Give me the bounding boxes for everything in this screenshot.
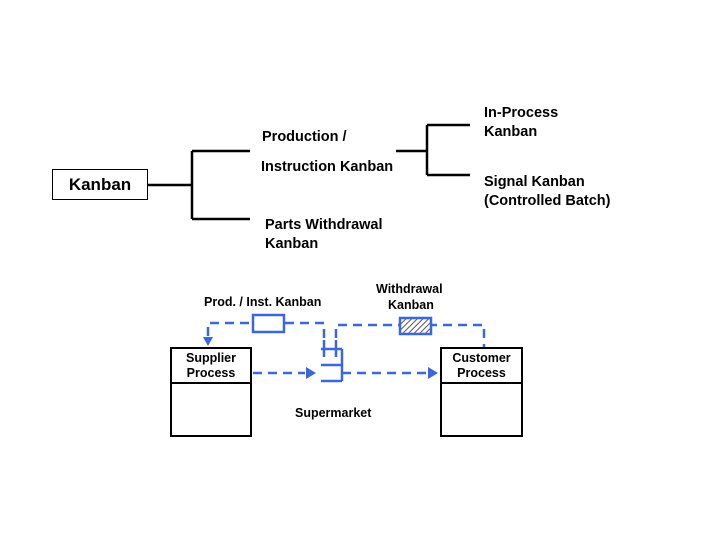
instruction-kanban-card: [251, 313, 286, 334]
production-label-line1: Production /: [262, 129, 347, 145]
instruction-kanban-loop: [206, 321, 326, 338]
withdrawal-kanban-label-line2: Kanban: [388, 298, 434, 312]
tree-connectors: [148, 123, 470, 221]
inprocess-label-line2: Kanban: [484, 124, 538, 140]
withdrawal-kanban-loop: [334, 323, 486, 350]
supplier-process-header: Supplier Process: [172, 349, 250, 384]
parts-withdrawal-label-line1: Parts Withdrawal: [265, 217, 383, 233]
supplier-process-box: Supplier Process: [170, 347, 252, 437]
kanban-root-label: Kanban: [68, 174, 132, 194]
withdrawal-kanban-card: [398, 316, 433, 336]
flow-arrowheads: [203, 337, 438, 379]
arrowhead-down-supplier: [203, 337, 213, 346]
supplier-label-line2: Process: [186, 365, 236, 380]
arrowhead-right-customer: [428, 367, 438, 379]
signal-label-line2: (Controlled Batch): [484, 193, 611, 209]
customer-process-box: Customer Process: [440, 347, 523, 437]
customer-process-header: Customer Process: [442, 349, 521, 384]
customer-label-line2: Process: [457, 365, 506, 380]
inprocess-label-line1: In-Process: [484, 105, 559, 121]
parts-withdrawal-label-line2: Kanban: [265, 236, 319, 252]
withdrawal-kanban-label-line1: Withdrawal: [376, 282, 443, 296]
kanban-root-box: Kanban: [52, 169, 148, 200]
supplier-label-line1: Supplier: [185, 350, 236, 365]
customer-label-line1: Customer: [452, 350, 511, 365]
production-label-line2: Instruction Kanban: [261, 159, 394, 175]
signal-label-line1: Signal Kanban: [484, 174, 585, 190]
supermarket-icon: [321, 340, 344, 383]
arrowhead-right-supermarket: [306, 367, 316, 379]
flow-lines: [206, 321, 486, 375]
supermarket-label: Supermarket: [295, 406, 372, 420]
prod-inst-kanban-label: Prod. / Inst. Kanban: [204, 295, 322, 309]
